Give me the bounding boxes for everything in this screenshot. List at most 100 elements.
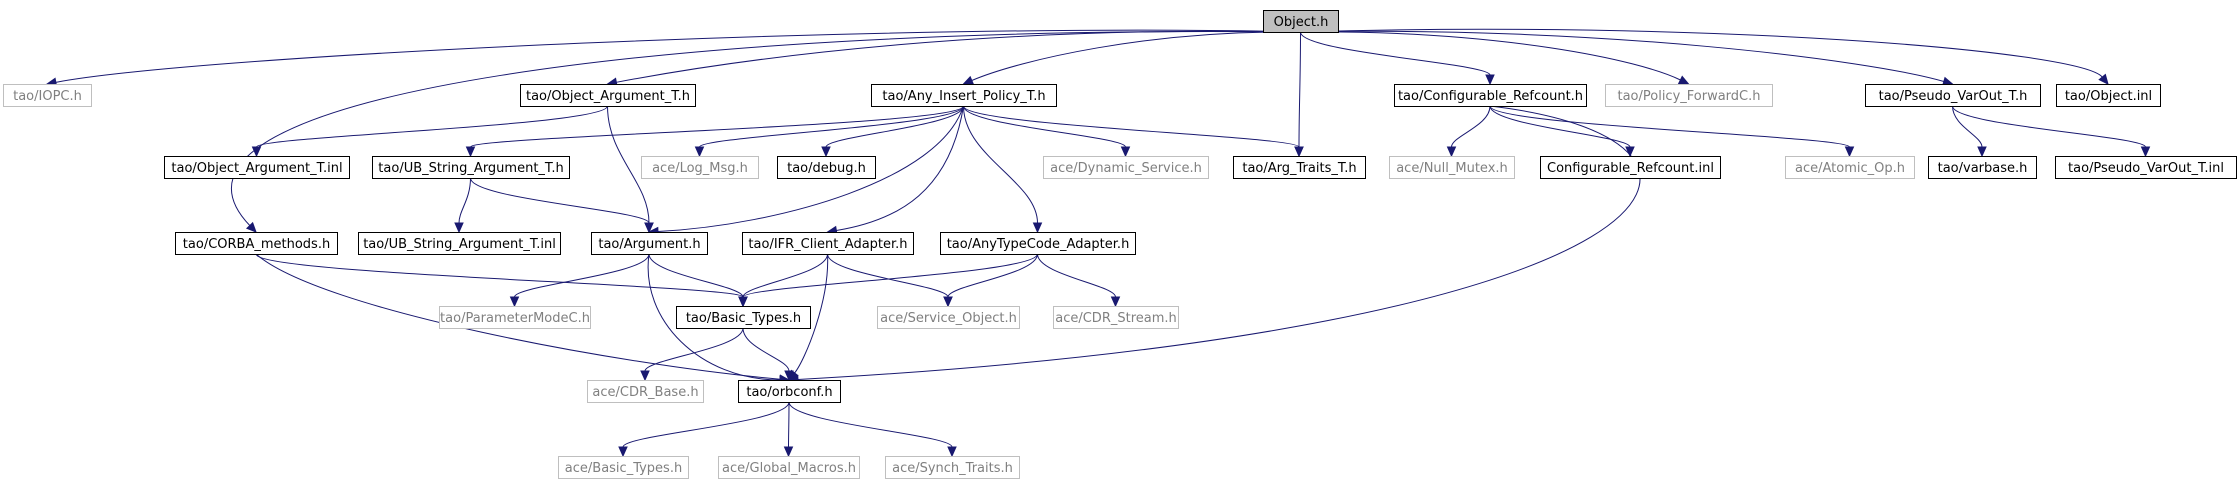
node-object_inl[interactable]: tao/Object.inl xyxy=(2056,84,2161,107)
edge-arrowhead xyxy=(251,146,262,158)
edge-any_insert_policy_t_h-to-ub_string_argument_t_h xyxy=(465,105,964,158)
edge-line xyxy=(616,30,1301,83)
node-pseudo_varout_t_h[interactable]: tao/Pseudo_VarOut_T.h xyxy=(1865,84,2041,107)
node-configurable_refcount_h[interactable]: tao/Configurable_Refcount.h xyxy=(1394,84,1587,107)
node-label: tao/Object_Argument_T.h xyxy=(526,89,690,104)
node-box xyxy=(591,232,708,255)
node-varbase_h[interactable]: tao/varbase.h xyxy=(1928,156,2037,179)
edge-line xyxy=(742,253,1038,298)
edge-any_insert_policy_t_h-to-log_msg_h xyxy=(694,105,964,158)
edge-arrowhead xyxy=(454,222,464,234)
edge-configurable_refcount_h-to-null_mutex_h xyxy=(1446,105,1491,158)
node-synch_traits_h: ace/Synch_Traits.h xyxy=(885,456,1020,479)
edge-ub_string_argument_t_h-to-ub_string_argument_t_inl xyxy=(454,177,471,234)
node-box xyxy=(1053,306,1179,329)
edge-arrowhead xyxy=(947,446,957,458)
node-any_insert_policy_t_h[interactable]: tao/Any_Insert_Policy_T.h xyxy=(871,84,1057,107)
edge-line xyxy=(458,177,471,224)
node-parametermodec_h: tao/ParameterModeC.h xyxy=(439,306,591,329)
node-orbconf_h[interactable]: tao/orbconf.h xyxy=(738,380,841,403)
edge-line xyxy=(647,253,781,381)
node-box xyxy=(738,380,841,403)
edge-arrowhead xyxy=(644,222,654,234)
edge-object_h-to-configurable_refcount_h xyxy=(1300,31,1495,86)
edge-line xyxy=(1037,253,1116,298)
node-box xyxy=(940,232,1136,255)
node-log_msg_h: ace/Log_Msg.h xyxy=(641,156,759,179)
edge-line xyxy=(1300,30,1944,82)
edge-arrowhead xyxy=(1677,75,1690,85)
node-label: ace/Null_Mutex.h xyxy=(1396,161,1508,176)
edge-corba_methods_h-to-basic_types_h xyxy=(255,253,748,308)
node-box xyxy=(1928,156,2037,179)
node-basic_types_h[interactable]: tao/Basic_Types.h xyxy=(676,306,811,329)
node-label: tao/Pseudo_VarOut_T.inl xyxy=(2068,161,2224,176)
node-anytypecode_adapter_h[interactable]: tao/AnyTypeCode_Adapter.h xyxy=(940,232,1136,255)
node-label: tao/IFR_Client_Adapter.h xyxy=(748,237,907,252)
edge-any_insert_policy_t_h-to-arg_traits_t_h xyxy=(963,105,1304,158)
node-cdr_base_h: ace/CDR_Base.h xyxy=(587,380,704,403)
node-label: tao/IOPC.h xyxy=(13,89,82,104)
edge-line xyxy=(742,253,828,298)
edge-arrowhead xyxy=(1844,146,1855,158)
edge-line xyxy=(1451,105,1491,148)
node-label: tao/Policy_ForwardC.h xyxy=(1617,89,1760,104)
node-ifr_client_adapter_h[interactable]: tao/IFR_Client_Adapter.h xyxy=(742,232,914,255)
node-debug_h[interactable]: tao/debug.h xyxy=(777,156,876,179)
node-box xyxy=(1394,84,1587,107)
node-box xyxy=(3,84,92,107)
node-label: Configurable_Refcount.inl xyxy=(1547,161,1714,176)
edge-line xyxy=(514,253,650,298)
edge-line xyxy=(255,253,781,380)
node-ace_basic_types_h: ace/Basic_Types.h xyxy=(558,456,689,479)
edge-arrowhead xyxy=(738,296,748,308)
edge-line xyxy=(1300,31,1491,76)
edge-object_h-to-object_inl xyxy=(1300,28,2109,85)
edge-any_insert_policy_t_h-to-anytypecode_adapter_h xyxy=(963,105,1043,234)
node-label: tao/CORBA_methods.h xyxy=(183,237,330,252)
edge-arrowhead xyxy=(784,370,794,382)
node-label: tao/Configurable_Refcount.h xyxy=(1398,89,1583,104)
node-arg_traits_t_h[interactable]: tao/Arg_Traits_T.h xyxy=(1233,156,1366,179)
node-pseudo_varout_t_inl[interactable]: tao/Pseudo_VarOut_T.inl xyxy=(2055,156,2237,179)
node-cdr_stream_h: ace/CDR_Stream.h xyxy=(1053,306,1179,329)
node-label: tao/Basic_Types.h xyxy=(686,311,801,326)
node-box xyxy=(1263,10,1339,33)
node-label: ace/Dynamic_Service.h xyxy=(1050,161,1202,176)
edge-arrowhead xyxy=(465,146,476,158)
node-dynamic_service_h: ace/Dynamic_Service.h xyxy=(1043,156,1209,179)
node-box xyxy=(742,232,914,255)
edge-line xyxy=(742,327,790,372)
node-object_argument_t_inl[interactable]: tao/Object_Argument_T.inl xyxy=(164,156,350,179)
node-box xyxy=(1389,156,1515,179)
node-box xyxy=(676,306,811,329)
edge-object_h-to-policy_forwardc_h xyxy=(1300,31,1690,85)
node-configurable_refcount_inl[interactable]: Configurable_Refcount.inl xyxy=(1540,156,1721,179)
edge-arrowhead xyxy=(1110,296,1121,308)
edge-arrowhead xyxy=(1446,146,1457,158)
node-ub_string_argument_t_inl[interactable]: tao/UB_String_Argument_T.inl xyxy=(358,232,561,255)
node-label: tao/debug.h xyxy=(787,161,866,176)
node-corba_methods_h[interactable]: tao/CORBA_methods.h xyxy=(175,232,338,255)
edge-arrowhead xyxy=(1485,74,1495,86)
edge-arrowhead xyxy=(821,146,831,158)
node-label: tao/Object_Argument_T.inl xyxy=(171,161,342,176)
edge-line xyxy=(470,177,650,224)
edge-layer xyxy=(45,28,2151,458)
node-box xyxy=(1785,156,1915,179)
node-box xyxy=(777,156,876,179)
node-label: tao/Argument.h xyxy=(598,237,700,252)
node-box xyxy=(1233,156,1366,179)
node-box xyxy=(718,456,860,479)
edge-line xyxy=(231,30,1301,226)
node-label: tao/ParameterModeC.h xyxy=(440,311,590,326)
node-argument_h[interactable]: tao/Argument.h xyxy=(591,232,708,255)
node-ub_string_argument_t_h[interactable]: tao/UB_String_Argument_T.h xyxy=(372,156,570,179)
edge-arrowhead xyxy=(783,446,794,458)
node-box xyxy=(164,156,350,179)
node-service_object_h: ace/Service_Object.h xyxy=(877,306,1020,329)
edge-object_h-to-pseudo_varout_t_h xyxy=(1300,30,1954,86)
node-object_argument_t_h[interactable]: tao/Object_Argument_T.h xyxy=(520,84,696,107)
edge-arrowhead xyxy=(962,75,975,85)
